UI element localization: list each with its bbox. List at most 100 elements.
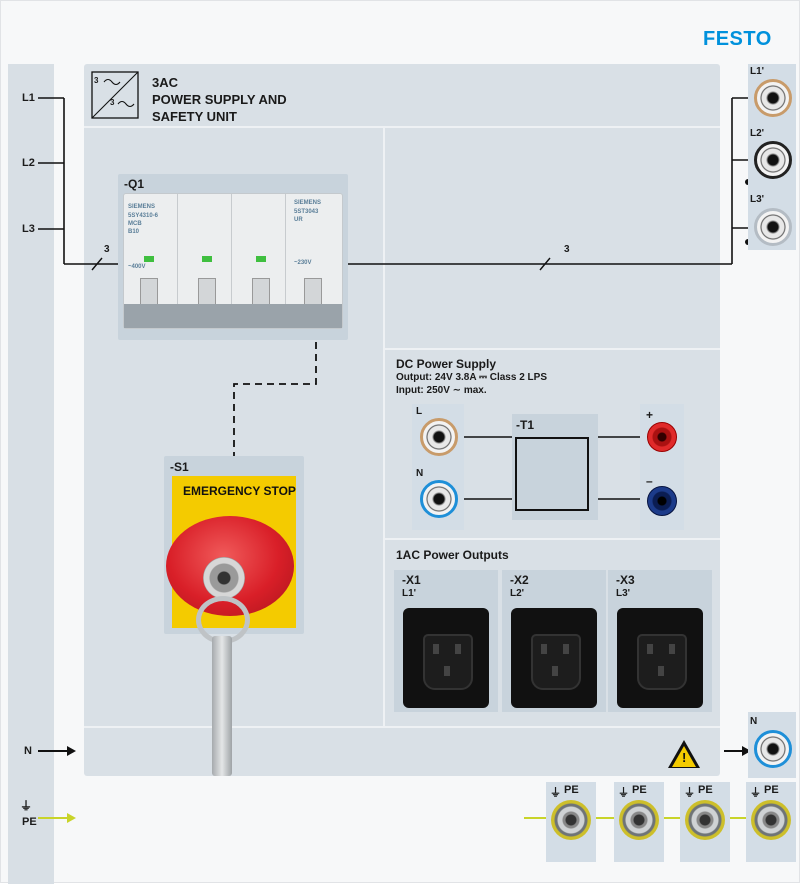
neutral-line	[724, 750, 748, 752]
divider	[383, 538, 720, 540]
ac-dc-converter-icon	[515, 437, 589, 511]
outlet-phase-x3: L3'	[616, 588, 631, 599]
dc-output-plus-socket[interactable]	[647, 422, 677, 452]
dc-supply-output: Output: 24V 3.8A ⎓ Class 2 LPS	[396, 372, 547, 383]
outlet-pin	[433, 644, 439, 654]
outlet-pin	[455, 644, 461, 654]
dc-input-label-l: L	[416, 406, 423, 417]
divider	[383, 348, 720, 350]
breaker-voltage: ~230V	[294, 260, 312, 266]
pe-terminal-label: PE	[764, 784, 779, 796]
arrow-right-icon	[67, 746, 76, 756]
rail-label-l3: L3	[22, 223, 35, 235]
rail-label-l1: L1	[22, 92, 35, 104]
output-label-l2: L2'	[750, 128, 765, 139]
output-socket-l3[interactable]	[754, 208, 792, 246]
status-indicator	[202, 256, 212, 262]
outlet-pin	[647, 644, 653, 654]
neutral-label: N	[750, 716, 758, 727]
dc-input-socket-n[interactable]	[420, 480, 458, 518]
dc-supply-input: Input: 250V ∼ max.	[396, 385, 487, 396]
breaker-type: UR	[294, 217, 303, 223]
breaker-toggle[interactable]	[304, 278, 322, 306]
outlet-phase-x1: L1'	[402, 588, 417, 599]
output-socket-l2[interactable]	[754, 141, 792, 179]
arrow-right-icon	[742, 746, 751, 756]
neutral-socket[interactable]	[754, 730, 792, 768]
pe-ground-icon: ⏚	[684, 787, 695, 799]
module-title: 3AC POWER SUPPLY AND SAFETY UNIT	[152, 74, 287, 125]
pe-terminal[interactable]	[685, 800, 725, 840]
title-line: SAFETY UNIT	[152, 109, 237, 124]
rail-label-n: N	[24, 745, 32, 757]
dc-input-socket-l[interactable]	[420, 418, 458, 456]
dc-output-minus-label: –	[646, 474, 653, 488]
outlet-pin	[669, 644, 675, 654]
warning-triangle-fill	[672, 746, 696, 767]
breaker-base	[124, 304, 342, 328]
pe-ground-icon: ⏚	[20, 799, 33, 813]
outlet-x2[interactable]	[511, 608, 597, 708]
output-label-l1: L1'	[750, 66, 765, 77]
pe-line	[38, 817, 68, 819]
breaker-voltage: ~400V	[128, 264, 146, 270]
title-line: 3AC	[152, 75, 179, 90]
outlet-pin	[552, 666, 558, 676]
breaker-toggle[interactable]	[252, 278, 270, 306]
breaker-model: 5SY4310-6	[128, 213, 159, 219]
status-indicator	[256, 256, 266, 262]
pe-arrow-icon	[67, 813, 76, 823]
breaker-pole: SIEMENS 5ST3043 UR ~230V	[286, 194, 342, 328]
pe-terminal[interactable]	[619, 800, 659, 840]
breaker-toggle[interactable]	[140, 278, 158, 306]
breaker-model: 5ST3043	[294, 209, 319, 215]
outlet-pin	[541, 644, 547, 654]
outlet-pin	[563, 644, 569, 654]
pe-terminal[interactable]	[551, 800, 591, 840]
dc-output-plus-label: +	[646, 408, 654, 422]
dc-converter-designation: -T1	[516, 418, 534, 432]
dc-input-label-n: N	[416, 468, 424, 479]
breaker-rating: B10	[128, 229, 140, 235]
pe-ground-icon: ⏚	[618, 787, 629, 799]
breaker-brand: SIEMENS	[128, 204, 156, 210]
outlet-designation-x3: -X3	[616, 573, 635, 587]
outlet-socket-icon	[423, 634, 473, 690]
warning-mark: !	[682, 750, 687, 765]
output-socket-l1[interactable]	[754, 79, 792, 117]
pe-terminal-label: PE	[632, 784, 647, 796]
outlet-designation-x1: -X1	[402, 573, 421, 587]
circuit-breaker[interactable]: SIEMENS 5SY4310-6 MCB B10 ~400V SIEMENS …	[124, 194, 342, 328]
outlet-pin	[658, 666, 664, 676]
outlet-x1[interactable]	[403, 608, 489, 708]
ac-outputs-title: 1AC Power Outputs	[396, 548, 509, 562]
estop-label: EMERGENCY STOP	[183, 484, 296, 498]
breaker-brand: SIEMENS	[294, 200, 322, 206]
key-lock-icon[interactable]	[203, 557, 245, 599]
outlet-pin	[444, 666, 450, 676]
symbol-phase-out: 3	[110, 98, 115, 107]
divider	[84, 726, 720, 728]
pe-terminal-label: PE	[564, 784, 579, 796]
breaker-type: MCB	[128, 221, 142, 227]
pe-terminal-label: PE	[698, 784, 713, 796]
outlet-designation-x2: -X2	[510, 573, 529, 587]
pe-terminal[interactable]	[751, 800, 791, 840]
rail-label-l2: L2	[22, 157, 35, 169]
pe-ground-icon: ⏚	[750, 787, 761, 799]
festo-logo: FESTO	[703, 28, 772, 50]
breaker-pole: SIEMENS 5SY4310-6 MCB B10 ~400V	[124, 194, 178, 328]
left-supply-rail	[8, 64, 54, 884]
key-icon[interactable]	[212, 636, 232, 776]
outlet-socket-icon	[637, 634, 687, 690]
outlet-x3[interactable]	[617, 608, 703, 708]
dc-output-minus-socket[interactable]	[647, 486, 677, 516]
bus-count-out: 3	[564, 244, 570, 255]
dc-supply-title: DC Power Supply	[396, 357, 497, 371]
title-line: POWER SUPPLY AND	[152, 92, 287, 107]
neutral-line	[38, 750, 68, 752]
divider	[383, 126, 385, 726]
symbol-phase-in: 3	[94, 76, 99, 85]
dc-converter-panel	[512, 414, 598, 520]
breaker-toggle[interactable]	[198, 278, 216, 306]
